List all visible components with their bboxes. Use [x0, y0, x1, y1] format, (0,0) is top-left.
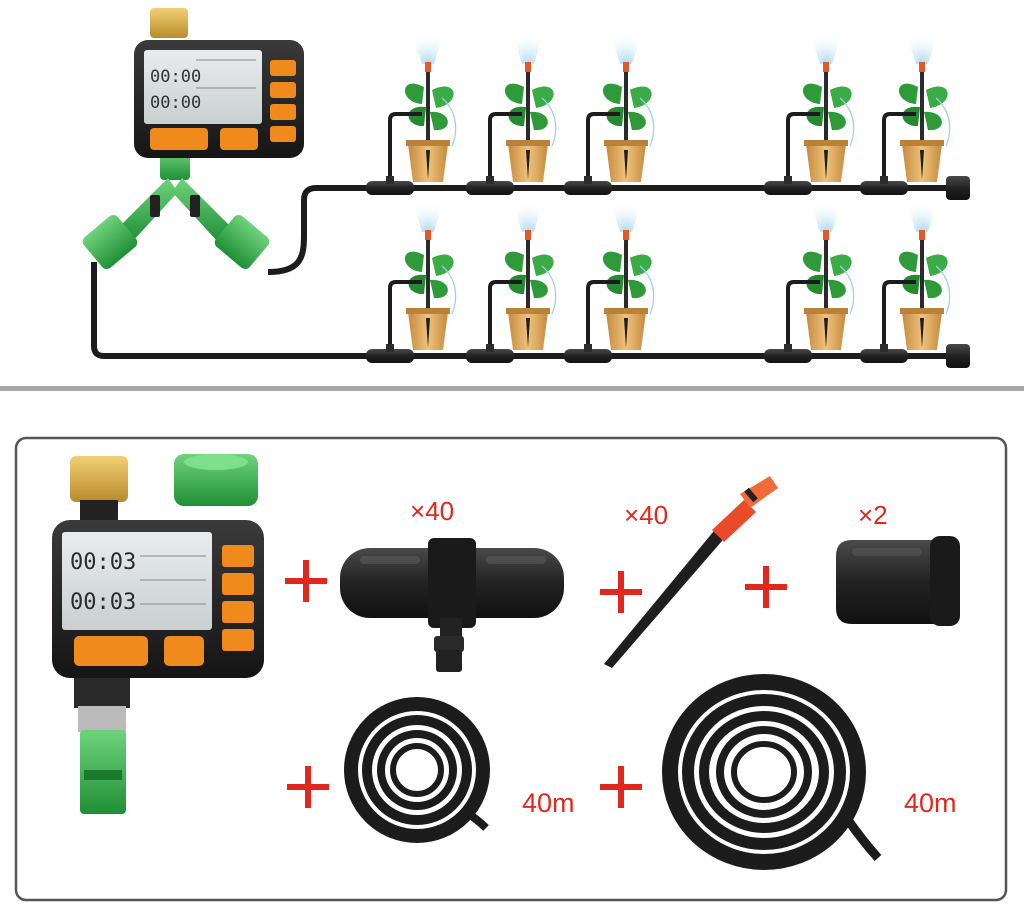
tee-connector-icon: [340, 538, 564, 672]
water-timer-component: [52, 454, 264, 814]
stake-quantity-label: ×40: [624, 500, 669, 530]
plus-signs: [285, 560, 787, 808]
plant-row-top: [366, 30, 952, 195]
drip-stake-icon: [604, 476, 778, 668]
hose-coil-small-icon: [344, 697, 490, 843]
diagram-display-1: 00:00: [150, 67, 201, 87]
end-plug-icon: [946, 344, 970, 368]
timer-display-1: 00:03: [70, 550, 137, 575]
tee-quantity-label: ×40: [410, 496, 455, 526]
end-plug-icon: [946, 176, 970, 200]
plus-icon: [745, 566, 787, 608]
hose-large-length-label: 40m: [904, 788, 957, 818]
end-plug-icon: [836, 536, 960, 626]
plus-icon: [285, 560, 327, 602]
system-diagram: 00:00 00:00: [82, 8, 970, 368]
hose-coil-large-icon: [662, 674, 882, 870]
end-plug-quantity-label: ×2: [858, 500, 888, 530]
y-splitter-icon: [82, 150, 270, 270]
diagram-display-2: 00:00: [150, 93, 201, 113]
plus-icon: [600, 766, 642, 808]
section-divider: [0, 386, 1024, 391]
plus-icon: [287, 766, 329, 808]
plant-row-bottom: [366, 198, 952, 363]
water-timer-icon: 00:00 00:00: [134, 8, 304, 158]
timer-display-2: 00:03: [70, 590, 137, 615]
plus-icon: [600, 571, 642, 613]
hose-small-length-label: 40m: [522, 788, 575, 818]
